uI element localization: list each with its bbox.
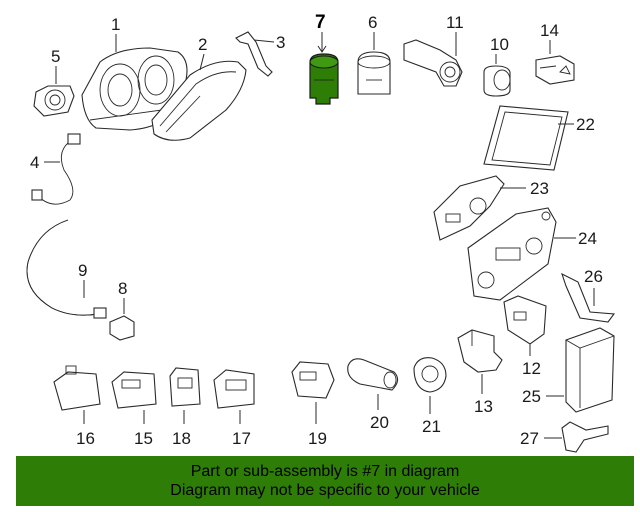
part-18-switch[interactable] [169, 367, 201, 407]
callout-8: 8 [118, 279, 127, 298]
callout-13: 13 [474, 397, 493, 416]
part-13-module[interactable] [457, 329, 503, 373]
callout-18: 18 [172, 429, 191, 448]
callout-19: 19 [308, 429, 327, 448]
part-6-socket[interactable] [357, 51, 391, 95]
callout-11: 11 [446, 13, 464, 32]
part-20-socket[interactable] [347, 358, 399, 391]
part-5-switch[interactable] [33, 85, 75, 117]
callout-26: 26 [584, 267, 603, 286]
part-26-bracket[interactable] [561, 272, 616, 323]
part-21-outlet[interactable] [413, 357, 447, 393]
part-4-cable[interactable] [31, 133, 81, 205]
callout-24: 24 [578, 229, 597, 248]
callout-16: 16 [76, 429, 95, 448]
callout-6: 6 [368, 13, 377, 32]
part-7-highlighted[interactable] [309, 53, 339, 105]
callout-15: 15 [134, 429, 153, 448]
callout-12: 12 [522, 359, 541, 378]
part-27-bracket[interactable] [561, 421, 609, 453]
part-11-ignition-housing[interactable] [403, 39, 463, 87]
part-16-switch[interactable] [53, 365, 101, 411]
callout-7: 7 [315, 12, 326, 33]
callout-2: 2 [198, 35, 207, 54]
part-25-control-module[interactable] [565, 327, 615, 413]
callout-17: 17 [232, 429, 251, 448]
part-info-banner: Part or sub-assembly is #7 in diagram Di… [16, 456, 634, 506]
callout-25: 25 [522, 387, 541, 406]
banner-line-2: Diagram may not be specific to your vehi… [170, 482, 480, 499]
part-14-switch[interactable] [535, 55, 575, 85]
callout-3: 3 [276, 33, 285, 52]
parts-diagram: 1 2 3 4 5 6 7 [26, 12, 616, 453]
part-17-switch[interactable] [213, 369, 255, 409]
part-12-relay[interactable] [503, 295, 547, 345]
part-24-hvac-control[interactable] [467, 207, 557, 301]
callout-4: 4 [30, 153, 39, 172]
callout-20: 20 [370, 413, 389, 432]
callout-22: 22 [576, 115, 595, 134]
part-19-relay[interactable] [291, 361, 335, 399]
part-15-switch[interactable] [111, 371, 157, 409]
banner-line-1: Part or sub-assembly is #7 in diagram [190, 463, 460, 480]
callout-14: 14 [540, 21, 559, 40]
callout-27: 27 [520, 429, 539, 448]
part-8-clip[interactable] [109, 315, 135, 341]
callout-5: 5 [51, 47, 60, 66]
callout-21: 21 [422, 417, 441, 436]
callout-10: 10 [490, 35, 509, 54]
callout-9: 9 [78, 261, 87, 280]
part-23-control-panel[interactable] [433, 175, 505, 241]
part-10-lock-cylinder[interactable] [483, 65, 511, 97]
part-9-hose[interactable] [26, 219, 107, 319]
part-22-display[interactable] [483, 105, 569, 171]
part-3-bracket[interactable] [235, 31, 273, 77]
part-2-cluster-lens[interactable] [151, 60, 247, 141]
callout-23: 23 [530, 179, 549, 198]
callout-1: 1 [111, 15, 120, 34]
